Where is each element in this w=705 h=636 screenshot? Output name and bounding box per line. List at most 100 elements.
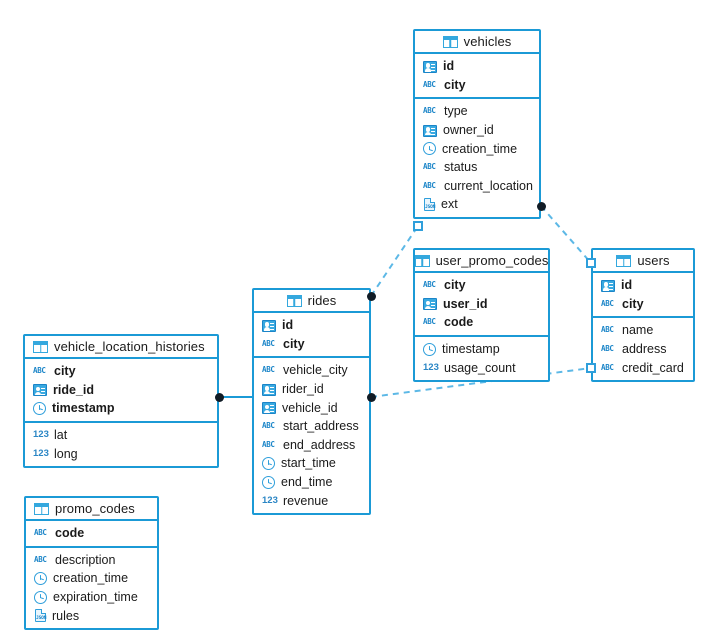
clock-icon [262,475,275,489]
primary-key-row-promo_codes-code[interactable]: ABC code [26,524,157,543]
table-title: rides [307,293,337,308]
field-row-rides-rider_id[interactable]: rider_id [254,380,369,399]
abc-string-icon: ABC [423,180,436,190]
field-name: rules [52,608,80,623]
primary-key-row-vehicles-id[interactable]: id [415,57,539,76]
json-document-icon: JSON [35,609,46,623]
clock-icon [262,456,275,470]
field-name: address [622,342,667,357]
field-row-rides-end_time[interactable]: end_time [254,473,369,492]
table-header-rides[interactable]: rides [254,290,369,313]
abc-string-icon: ABC [33,366,46,376]
abc-string-icon: ABC [423,106,436,116]
field-name: name [622,323,654,338]
clock-icon [423,342,436,356]
primary-key-row-user_promo_codes-user_id[interactable]: user_id [415,295,548,314]
table-header-users[interactable]: users [593,250,693,273]
field-row-vehicle_location_histories-long[interactable]: 123 long [25,444,217,463]
field-name: long [54,446,78,461]
field-name: user_id [443,296,488,311]
abc-string-icon: ABC [34,528,47,538]
abc-string-icon: ABC [423,79,436,89]
field-row-promo_codes-expiration_time[interactable]: expiration_time [26,588,157,607]
field-name: city [54,364,76,379]
table-header-vehicles[interactable]: vehicles [415,31,539,54]
abc-string-icon: ABC [601,325,614,335]
id-card-icon [262,402,276,415]
123-number-icon: 123 [423,361,439,373]
id-card-icon [262,383,276,396]
id-card-icon [262,319,276,332]
field-row-user_promo_codes-timestamp[interactable]: timestamp [415,340,548,359]
table-grid-icon [616,254,632,267]
field-row-rides-vehicle_id[interactable]: vehicle_id [254,398,369,417]
table-title: user_promo_codes [435,253,549,268]
edge-one-marker-rides-to-users [586,363,596,373]
table-grid-icon [442,35,458,48]
table-header-promo_codes[interactable]: promo_codes [26,498,157,521]
field-name: city [444,77,466,92]
primary-key-row-vehicles-city[interactable]: ABC city [415,76,539,95]
table-title: users [637,253,670,268]
primary-key-row-vehicle_location_histories-city[interactable]: ABC city [25,362,217,381]
field-name: creation_time [53,571,129,586]
edge-one-marker-vehicles-to-users [586,258,596,268]
id-card-icon [33,384,47,397]
field-row-vehicles-owner_id[interactable]: owner_id [415,121,539,140]
edge-one-marker-vehicles-to-rides [413,221,423,231]
field-name: city [283,336,305,351]
table-title: vehicles [463,34,512,49]
table-header-user_promo_codes[interactable]: user_promo_codes [414,250,549,273]
json-document-icon: JSON [424,197,435,211]
field-row-promo_codes-creation_time[interactable]: creation_time [26,569,157,588]
abc-string-icon: ABC [262,439,275,449]
table-header-vehicle_location_histories[interactable]: vehicle_location_histories [25,336,217,359]
table-grid-icon [34,502,49,515]
abc-string-icon: ABC [601,344,614,354]
field-row-users-address[interactable]: ABC address [593,340,693,359]
table-grid-icon [33,340,48,353]
123-number-icon: 123 [33,447,49,459]
table-grid-icon [286,294,302,307]
field-row-promo_codes-rules[interactable]: JSON rules [26,606,157,625]
field-name: creation_time [442,141,518,156]
field-name: vehicle_id [282,400,338,415]
field-row-vehicles-creation_time[interactable]: creation_time [415,139,539,158]
edge-many-marker-rides-to-users [366,392,376,402]
field-name: timestamp [442,342,500,357]
field-name: code [55,526,85,541]
123-number-icon: 123 [262,494,278,506]
primary-key-row-users-id[interactable]: id [593,276,693,295]
primary-key-row-rides-id[interactable]: id [254,316,369,335]
edge-many-marker-vehicles-to-rides [366,291,376,301]
primary-key-row-vehicle_location_histories-timestamp[interactable]: timestamp [25,399,217,418]
primary-key-row-vehicle_location_histories-ride_id[interactable]: ride_id [25,381,217,400]
field-row-rides-start_time[interactable]: start_time [254,454,369,473]
primary-key-section-promo_codes: ABC code [26,521,157,548]
field-row-users-name[interactable]: ABC name [593,321,693,340]
field-name: start_time [281,456,336,471]
